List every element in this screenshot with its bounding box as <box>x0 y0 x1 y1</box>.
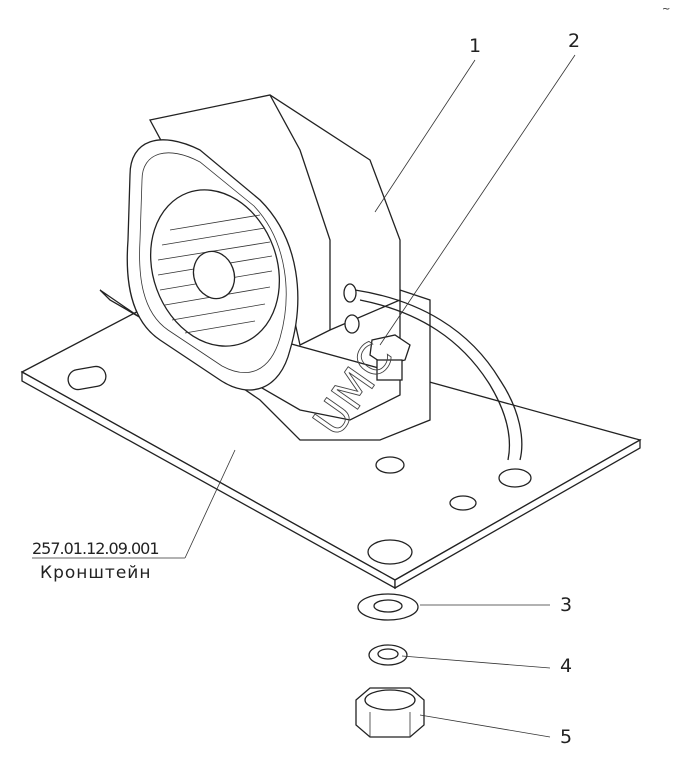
callout-1: 1 <box>469 35 481 57</box>
corner-mark: ~ <box>662 4 670 15</box>
callout-3: 3 <box>560 594 572 616</box>
mount-bracket <box>99 289 431 441</box>
bracket-plate <box>20 304 642 590</box>
callout-4: 4 <box>560 655 572 677</box>
callout-2: 2 <box>568 30 580 52</box>
part-name: Кронштейн <box>40 563 151 583</box>
spring-washer <box>368 644 408 666</box>
hex-nut <box>355 687 425 738</box>
wire-and-terminal <box>343 283 523 461</box>
flat-washer <box>357 593 419 621</box>
leader-lines <box>32 54 576 738</box>
callout-5: 5 <box>560 726 572 748</box>
reverse-alarm <box>126 94 401 391</box>
part-number: 257.01.12.09.001 <box>32 539 159 558</box>
